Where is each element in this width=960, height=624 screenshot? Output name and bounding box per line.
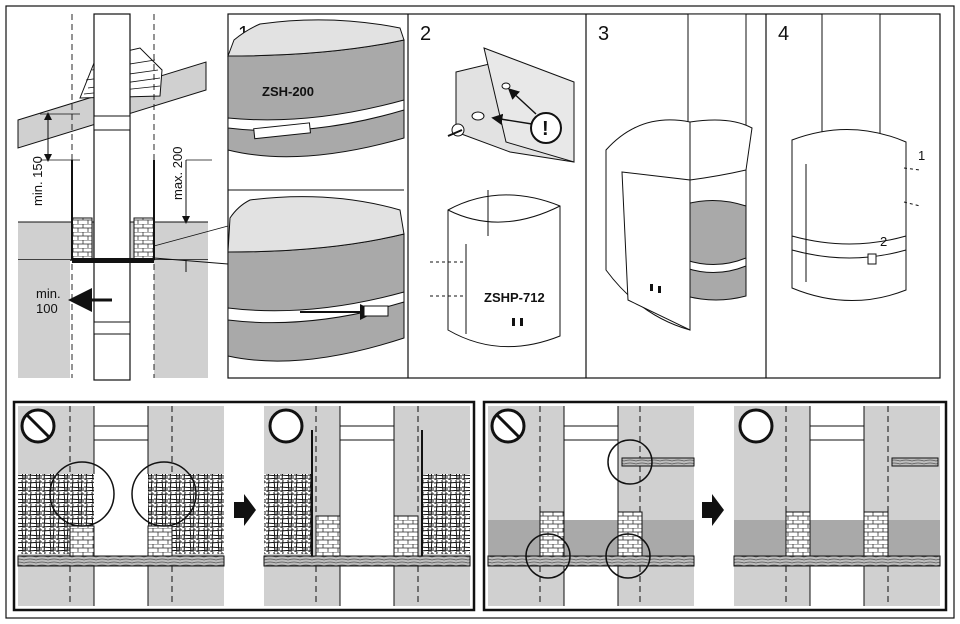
outer-frame bbox=[5, 5, 955, 619]
shield-label-zshp-712: ZSHP-712 bbox=[484, 290, 545, 305]
bottom-left-correct-scene bbox=[263, 406, 471, 606]
step-4-panel: 4 1 2 bbox=[778, 13, 925, 301]
dim-min-150: min. 150 bbox=[30, 156, 45, 206]
step-3-number: 3 bbox=[598, 23, 609, 45]
dim-min-100-line2: 100 bbox=[36, 301, 58, 316]
sleeve-label-zsh-200: ZSH-200 bbox=[262, 84, 314, 99]
warning-icon bbox=[530, 112, 562, 144]
dim-min-100-line1: min. bbox=[36, 286, 61, 301]
correct-circle-icon bbox=[738, 408, 774, 444]
dim-max-200: max. 200 bbox=[170, 147, 185, 200]
bottom-right-comparison bbox=[482, 400, 948, 612]
step-2-number: 2 bbox=[420, 23, 431, 45]
correct-circle-icon bbox=[268, 408, 304, 444]
overview-panel: min. 150 max. 200 min. 100 bbox=[17, 13, 229, 381]
arrow-right-icon bbox=[234, 494, 256, 526]
arrow-right-icon bbox=[702, 494, 724, 526]
bottom-left-wrong-scene bbox=[17, 406, 225, 606]
bottom-left-comparison bbox=[12, 400, 476, 612]
callout-1: 1 bbox=[918, 148, 925, 163]
step-3-panel: 3 bbox=[598, 13, 753, 331]
callout-2: 2 bbox=[880, 234, 887, 249]
warning-symbol: ! bbox=[542, 118, 549, 140]
step-2-panel: 2 ! ZSHP-712 bbox=[420, 23, 575, 348]
bottom-right-correct-scene bbox=[733, 406, 941, 606]
steps-frame bbox=[227, 13, 941, 379]
bottom-right-wrong-scene bbox=[487, 406, 695, 606]
step-4-number: 4 bbox=[778, 23, 789, 45]
step-1-panel: 1 ZSH-200 bbox=[227, 19, 405, 362]
